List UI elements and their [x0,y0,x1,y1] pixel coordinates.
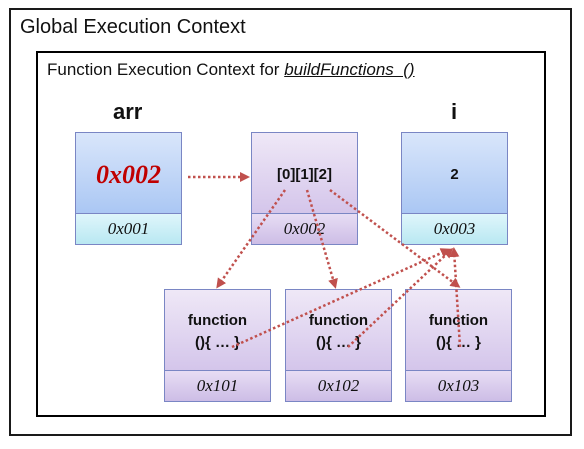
array-address: 0x002 [252,213,357,244]
function-1-body: function (){ … } [165,290,270,373]
function-2-body: function (){ … } [286,290,391,373]
array-value: [0][1][2] [252,133,357,216]
function-execution-context: Function Execution Context for buildFunc… [36,51,546,417]
arr-memory-box: 0x002 0x001 [75,132,182,245]
function-box-1: function (){ … } 0x101 [164,289,271,402]
function-1-address: 0x101 [165,370,270,401]
function-2-address: 0x102 [286,370,391,401]
function-3-address: 0x103 [406,370,511,401]
arr-label: arr [113,99,143,124]
arr-address: 0x001 [76,213,181,244]
function-context-title: Function Execution Context for buildFunc… [47,60,415,80]
array-memory-box: [0][1][2] 0x002 [251,132,358,245]
function-name: buildFunctions () [284,60,415,79]
function-2-keyword: function [308,311,369,329]
function-2-signature: (){ … } [316,333,361,351]
arr-value: 0x002 [76,133,181,216]
i-value: 2 [402,133,507,216]
function-3-signature: (){ … } [436,333,481,351]
function-1-keyword: function [187,311,248,329]
i-address: 0x003 [402,213,507,244]
function-3-keyword: function [428,311,489,329]
function-box-2: function (){ … } 0x102 [285,289,392,402]
global-context-title: Global Execution Context [20,16,246,38]
i-label: i [451,99,458,124]
i-memory-box: 2 0x003 [401,132,508,245]
function-box-3: function (){ … } 0x103 [405,289,512,402]
function-3-body: function (){ … } [406,290,511,373]
function-context-title-prefix: Function Execution Context for [47,60,285,79]
function-1-signature: (){ … } [195,333,240,351]
